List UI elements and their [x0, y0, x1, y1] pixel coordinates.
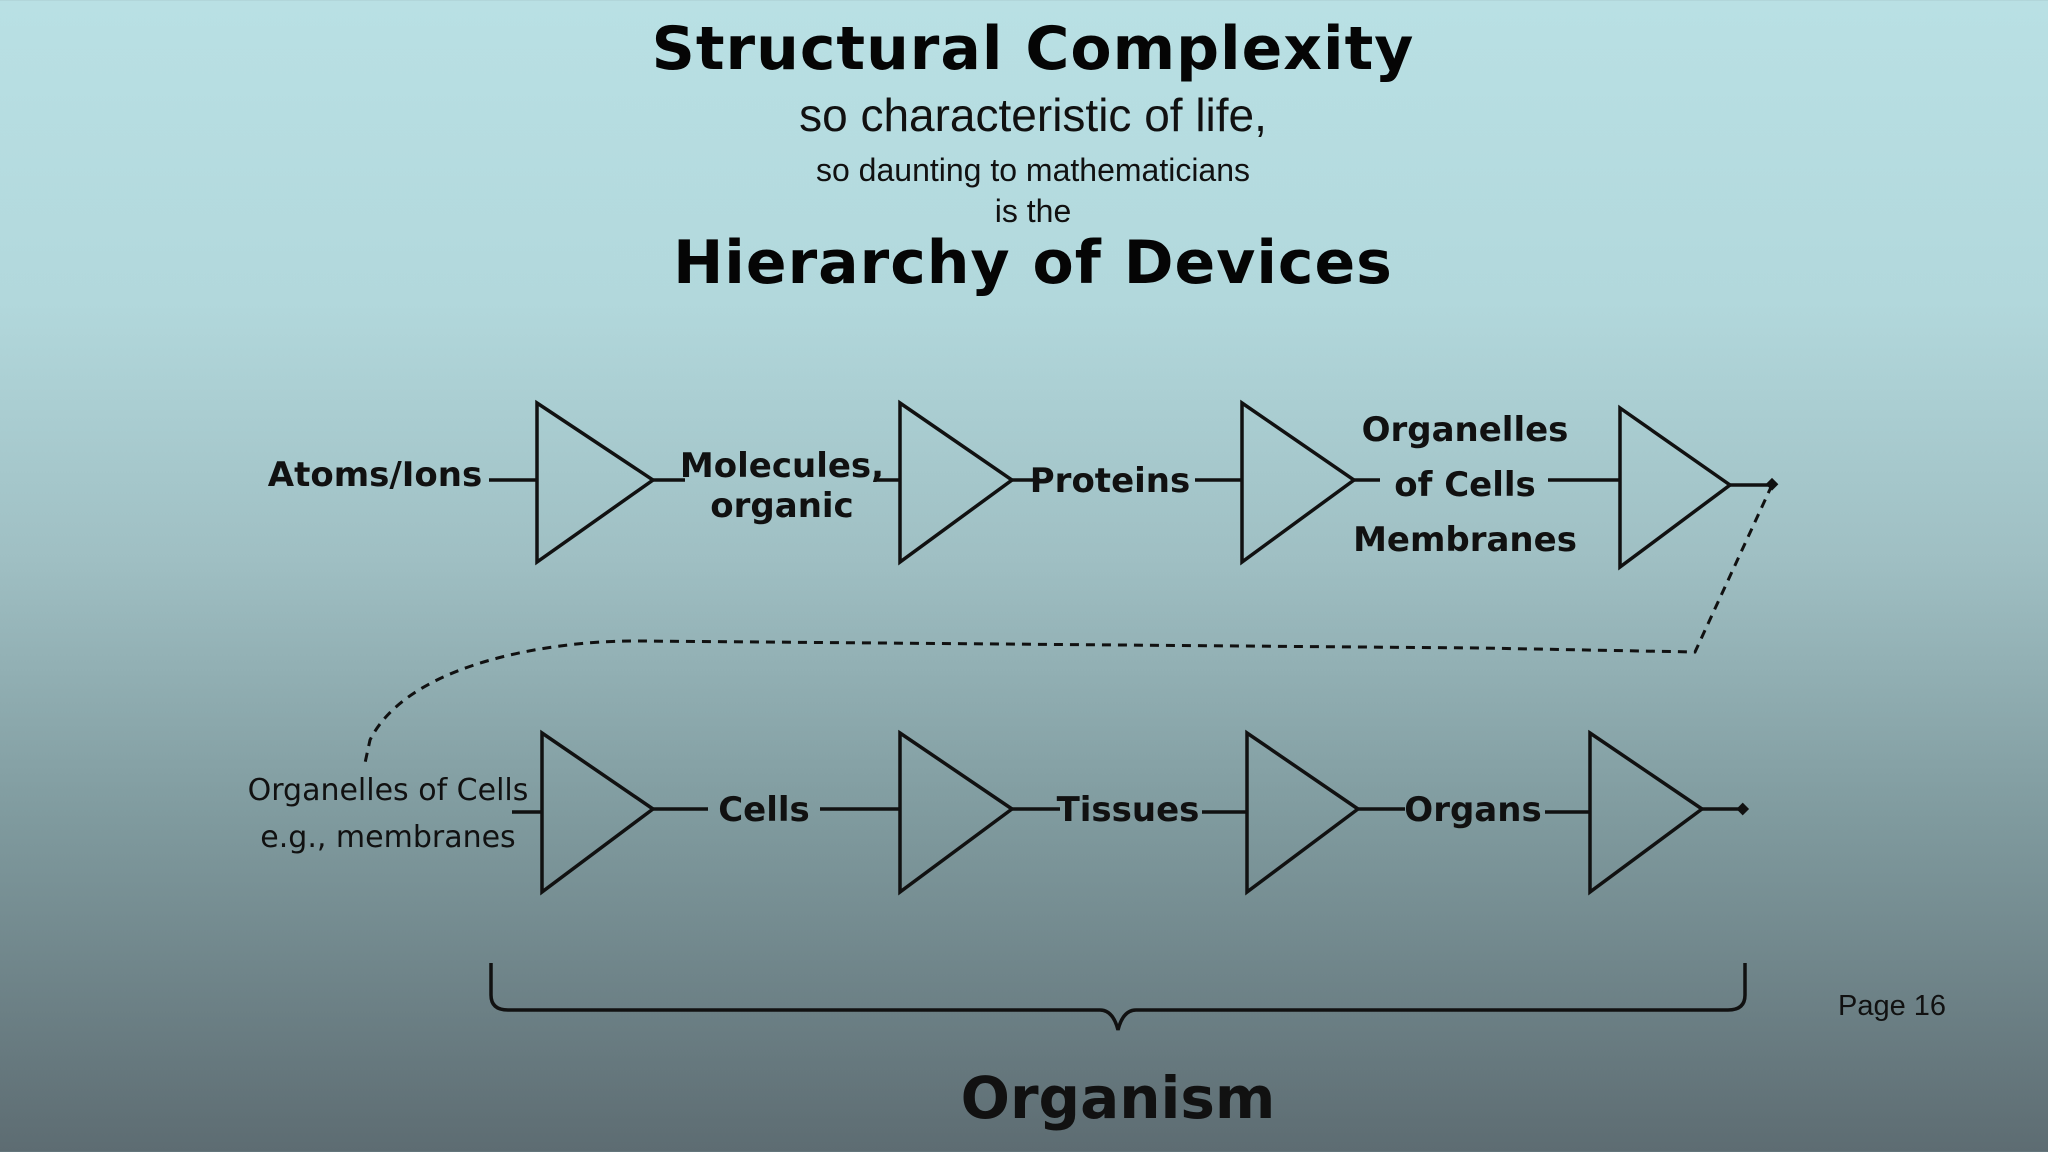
amplifier-row2-2 [898, 729, 1016, 896]
label-molecules: Molecules, [680, 446, 884, 486]
amplifier-row1-4 [1618, 404, 1733, 571]
label-organism: Organism [961, 1064, 1276, 1132]
amplifier-row1-2 [898, 399, 1016, 566]
organism-brace [489, 963, 1747, 1031]
slide-title: Structural Complexity [651, 14, 1415, 84]
label-organs: Organs [1404, 790, 1541, 830]
label-organelles-of-cells: Organelles of Cells [248, 773, 529, 808]
slide-title-2: Hierarchy of Devices [673, 228, 1393, 298]
label-cells: Cells [718, 790, 810, 830]
dashed-return-path [363, 484, 1774, 764]
page-number: Page 16 [1838, 990, 1947, 1022]
subtitle-line-2: so daunting to mathematicians [815, 152, 1251, 188]
subtitle-line-3: is the [994, 193, 1072, 229]
end-dot [1736, 802, 1750, 816]
label-tissues: Tissues [1057, 790, 1200, 830]
label-organelles: Organelles [1362, 410, 1569, 450]
label-proteins: Proteins [1030, 461, 1190, 501]
label-atoms-ions: Atoms/Ions [268, 455, 482, 495]
amplifier-row2-3 [1245, 729, 1362, 896]
amplifier-row2-1 [540, 729, 657, 896]
label-eg-membranes: e.g., membranes [260, 820, 515, 855]
label-membranes: Membranes [1353, 520, 1577, 560]
label-of-cells: of Cells [1394, 465, 1536, 505]
amplifier-row1-1 [535, 399, 657, 566]
subtitle-line-1: so characteristic of life, [799, 89, 1267, 141]
end-dot [1765, 477, 1779, 491]
amplifier-row1-3 [1240, 399, 1358, 566]
amplifier-row2-4 [1588, 729, 1706, 896]
label-organic: organic [710, 486, 853, 526]
